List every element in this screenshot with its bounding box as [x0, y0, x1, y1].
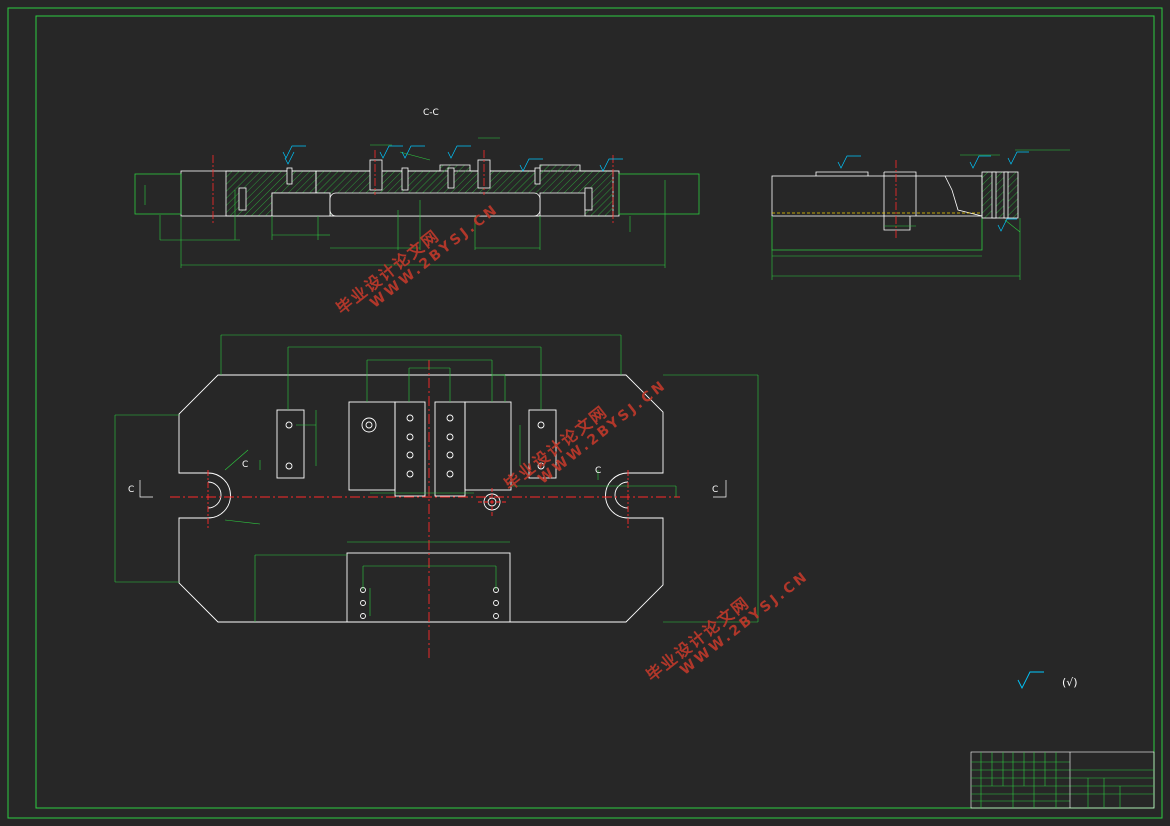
- section-mark-top-right: C: [595, 466, 602, 476]
- outer-frame: [7, 7, 1163, 819]
- plan-view: [114, 334, 759, 660]
- section-title: C-C: [423, 108, 439, 118]
- inner-frame: [35, 15, 1155, 809]
- section-mark-left: C: [128, 485, 135, 495]
- section-mark-top-left: C: [242, 460, 249, 470]
- section-view: [134, 137, 700, 268]
- roughness-legend-symbol: [1017, 671, 1044, 690]
- title-block: [970, 751, 1155, 809]
- roughness-note: (√): [1062, 676, 1078, 689]
- section-mark-right: C: [712, 485, 719, 495]
- side-view: [771, 149, 1070, 280]
